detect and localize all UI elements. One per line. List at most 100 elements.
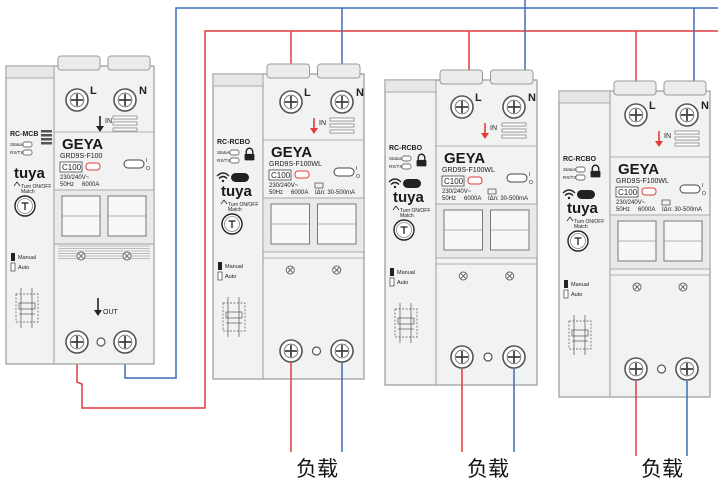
auto-label: Auto: [18, 265, 29, 271]
wifi-badge: [231, 173, 249, 182]
mount-screw-slot-b: [333, 267, 340, 273]
rxtx-label: RX/TX: [217, 158, 230, 163]
center-rivet: [96, 337, 106, 347]
schematic-coil: [18, 302, 36, 310]
turn-onoff-label: Turn ON/OFF: [228, 202, 258, 208]
voltage-spec: 230/240V~: [442, 189, 472, 195]
manual-label: Manual: [18, 255, 36, 261]
touch-icon: [566, 216, 574, 222]
grip-bar: [41, 130, 52, 133]
lock-body: [244, 153, 255, 161]
top-clip-n: [107, 55, 151, 71]
rcd-symbol: [487, 188, 497, 195]
device-type-label: RC-RCBO: [217, 139, 251, 146]
terminal-inner-ring: [506, 99, 522, 115]
wifi-arc-inner: [390, 181, 400, 185]
terminal-bottom-n: [113, 330, 137, 354]
rxtx-led: [401, 163, 412, 170]
terminal-top-l: [279, 90, 303, 114]
terminal-bottom-l: [450, 345, 474, 369]
io-mark-o: O: [146, 166, 150, 172]
leakage-spec: IΔn: 30-500mA: [488, 196, 528, 202]
terminal-top-n: [675, 103, 699, 127]
wifi-arc-inner: [218, 175, 228, 179]
terminal-inner-ring: [69, 334, 85, 350]
test-button: [333, 167, 355, 177]
capacity-spec: 6000A: [82, 182, 99, 188]
mode-switch-manual: [11, 253, 15, 261]
terminal-top-n: [502, 95, 526, 119]
mode-switch-manual: [218, 262, 222, 270]
neutral-bus-wire: [124, 7, 718, 379]
top-clip-l: [439, 69, 483, 85]
rating-box: [59, 161, 83, 173]
schematic-outline: [568, 320, 592, 350]
terminal-label-n: N: [528, 92, 536, 104]
lock-shackle: [245, 147, 254, 154]
vent-slot: [329, 129, 355, 134]
manual-label: Manual: [571, 282, 589, 288]
top-clip-n: [317, 63, 361, 79]
rxtx-led: [229, 157, 240, 164]
in-label: IN: [105, 118, 112, 125]
brand-logo: GEYA: [618, 161, 659, 178]
in-arrow: [655, 131, 663, 147]
rxtx-label: RX/TX: [10, 150, 23, 155]
load-label-3: 负载: [641, 457, 683, 481]
test-button: [506, 173, 528, 183]
wifi-label: WiFi: [580, 193, 593, 199]
turn-onoff-label: Turn ON/OFF: [400, 208, 430, 214]
wifi-label: WiFi: [406, 182, 419, 188]
vent-slot: [112, 115, 138, 120]
terminal-bottom-l: [279, 339, 303, 363]
out-label: OUT: [103, 309, 119, 316]
brand-logo: GEYA: [444, 150, 485, 167]
rating-value: C100: [62, 163, 82, 172]
pairing-button-glyph: [400, 226, 408, 234]
terminal-inner-ring: [628, 361, 644, 377]
center-rivet: [483, 352, 493, 362]
left-top-cap: [5, 65, 55, 79]
status-label: Status: [389, 156, 403, 161]
turn-onoff-label: Turn ON/OFF: [574, 219, 604, 225]
wifi-badge: [577, 190, 595, 199]
rxtx-led: [575, 174, 586, 181]
arrow-head: [94, 310, 102, 316]
lock-icon: [590, 164, 601, 178]
in-arrow: [481, 123, 489, 139]
wifi-icon: [388, 178, 402, 189]
status-led: [401, 155, 412, 162]
touch-icon: [220, 199, 228, 205]
match-label: Match: [400, 213, 414, 219]
status-led: [229, 149, 240, 156]
leakage-spec: IΔn: 30-500mA: [662, 207, 702, 213]
schematic-coil: [571, 329, 589, 337]
wifi-icon: [562, 189, 576, 200]
top-clip-n: [490, 69, 534, 85]
vent-slot: [501, 128, 527, 133]
rating-box: [615, 186, 639, 198]
vent-slot: [501, 134, 527, 139]
arrow-head: [310, 128, 318, 134]
rating-box: [268, 169, 292, 181]
top-clip-n: [663, 80, 707, 96]
mount-screw-n: [678, 282, 688, 292]
pairing-button-glyph: [574, 237, 582, 245]
mount-screw-slot-b: [506, 273, 513, 279]
terminal-inner-ring: [117, 92, 133, 108]
terminal-top-n: [113, 88, 137, 112]
terminal-inner-ring: [117, 334, 133, 350]
terminal-inner-ring: [334, 343, 350, 359]
circuit-schematic: [222, 297, 246, 337]
lock-shackle: [417, 153, 426, 160]
auto-label: Auto: [225, 274, 236, 280]
arrow-head: [655, 141, 663, 147]
mount-screw-slot-b: [78, 253, 84, 259]
mount-screw-slot-b: [124, 253, 130, 259]
voltage-spec: 230/240V~: [616, 200, 646, 206]
vent-slot: [674, 130, 700, 135]
